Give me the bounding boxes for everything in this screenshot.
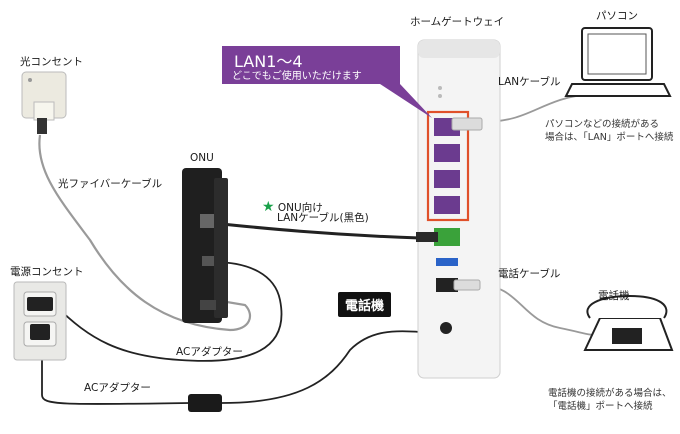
pc-label: パソコン	[596, 10, 638, 22]
onu-device	[182, 168, 228, 323]
telephone-illustration	[583, 294, 674, 351]
power-outlet	[13, 281, 67, 361]
pc-note-line2: 場合は、「LAN」ポートへ接続	[545, 132, 674, 143]
phone-cable	[477, 284, 596, 336]
onu-label: ONU	[190, 152, 214, 164]
phone-badge: 電話機	[338, 292, 392, 317]
fiber-cable-label: 光ファイバーケーブル	[58, 178, 163, 190]
phone-label: 電話機	[598, 290, 630, 302]
callout-subtitle: どこでもご使用いただけます	[232, 71, 362, 82]
onu-lan-cable	[211, 221, 421, 240]
fiber-cable	[38, 134, 252, 332]
onu-lan-cable-line1: ONU向け	[277, 202, 323, 214]
ac-adapter-label-2: ACアダプター	[84, 382, 151, 394]
lan-cable-label: LANケーブル	[498, 76, 561, 88]
pc-note-line1: パソコンなどの接続がある	[545, 119, 660, 130]
onu-lan-cable-label: ★ ONU向け	[262, 199, 323, 216]
lan-callout-bubble	[222, 46, 432, 118]
onu-lan-cable-line2: LANケーブル(黒色)	[277, 212, 369, 224]
onu-power-cable	[54, 261, 283, 362]
home-gateway-device	[416, 39, 501, 379]
gateway-power-cable	[41, 330, 421, 405]
callout-title: LAN1〜4	[234, 52, 303, 71]
phone-note-line2: 「電話機」ポートへ接続	[548, 401, 653, 412]
star-icon: ★	[262, 199, 275, 215]
power-outlet-label: 電源コンセント	[10, 266, 84, 278]
phone-cable-label: 電話ケーブル	[498, 268, 561, 280]
home-gateway-label: ホームゲートウェイ	[410, 16, 505, 28]
ac-adapter-brick	[188, 394, 222, 412]
optical-outlet	[21, 71, 67, 134]
ac-adapter-label-1: ACアダプター	[176, 346, 243, 358]
laptop-illustration	[564, 27, 672, 97]
optical-outlet-label: 光コンセント	[20, 56, 83, 68]
phone-note-line1: 電話機の接続がある場合は、	[548, 388, 672, 399]
